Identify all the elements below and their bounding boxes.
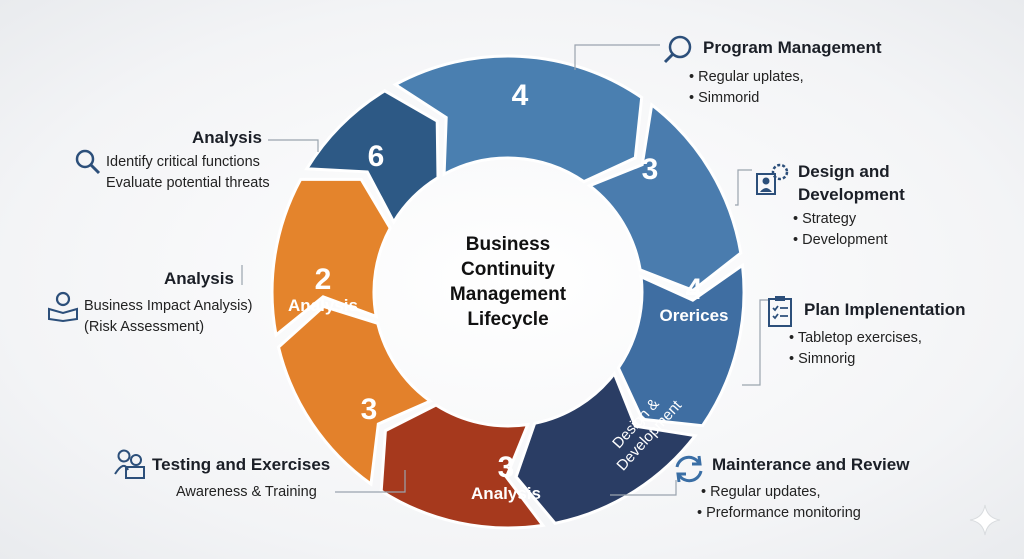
design-bullets: • Strategy • Development — [793, 211, 888, 248]
program-title: Program Management — [703, 38, 882, 57]
refresh-icon — [675, 455, 703, 483]
segment-label-7: 6 — [367, 140, 385, 173]
analysis-top-title: Analysis — [192, 128, 262, 147]
center-title-line: Management — [449, 284, 567, 305]
magnifier-icon — [663, 35, 692, 64]
ring-segment-5 — [276, 304, 434, 487]
sparkle-icon — [969, 504, 1001, 536]
segment-label-0: 4 — [511, 79, 529, 112]
plan-bullets: • Tabletop exercises, • Simnorig — [789, 330, 922, 367]
ring-segment-2 — [616, 262, 746, 428]
segment-label-5: 3 — [360, 393, 378, 426]
person-book-icon — [48, 291, 78, 322]
maintenance-bullets: • Regular updates, • Preformance monitor… — [697, 484, 861, 521]
analysis-mid-title: Analysis — [164, 269, 234, 288]
checklist-icon — [768, 296, 792, 327]
plan-title: Plan Implenentation — [804, 300, 966, 319]
testing-title: Testing and Exercises — [152, 455, 331, 474]
gear-person-icon — [756, 163, 789, 195]
ring-segment-4 — [379, 403, 546, 530]
maintenance-title: Mainterance and Review — [712, 455, 910, 474]
ring-segment-3 — [514, 370, 698, 525]
center-title: Business Continuity Management Lifecycle — [418, 232, 598, 332]
testing-lines: Awareness & Training — [176, 484, 317, 500]
ring-segment-6 — [270, 177, 392, 338]
search-icon — [75, 149, 101, 175]
analysis-mid-lines: Business Impact Analysis)(Risk Assessmen… — [84, 298, 253, 335]
ring-segment-0 — [392, 54, 644, 184]
ring-segment-7 — [304, 89, 440, 226]
center-title-line: Continuity — [461, 259, 555, 280]
ring-segment-1 — [586, 102, 743, 293]
program-bullets: • Regular uplates, • Simmorid — [689, 69, 804, 106]
center-title-line: Lifecycle — [467, 309, 549, 330]
segment-label-1: 3 — [641, 153, 659, 186]
connector-lines — [241, 44, 768, 496]
team-icon — [114, 449, 145, 479]
center-title-line: Business — [465, 234, 551, 255]
